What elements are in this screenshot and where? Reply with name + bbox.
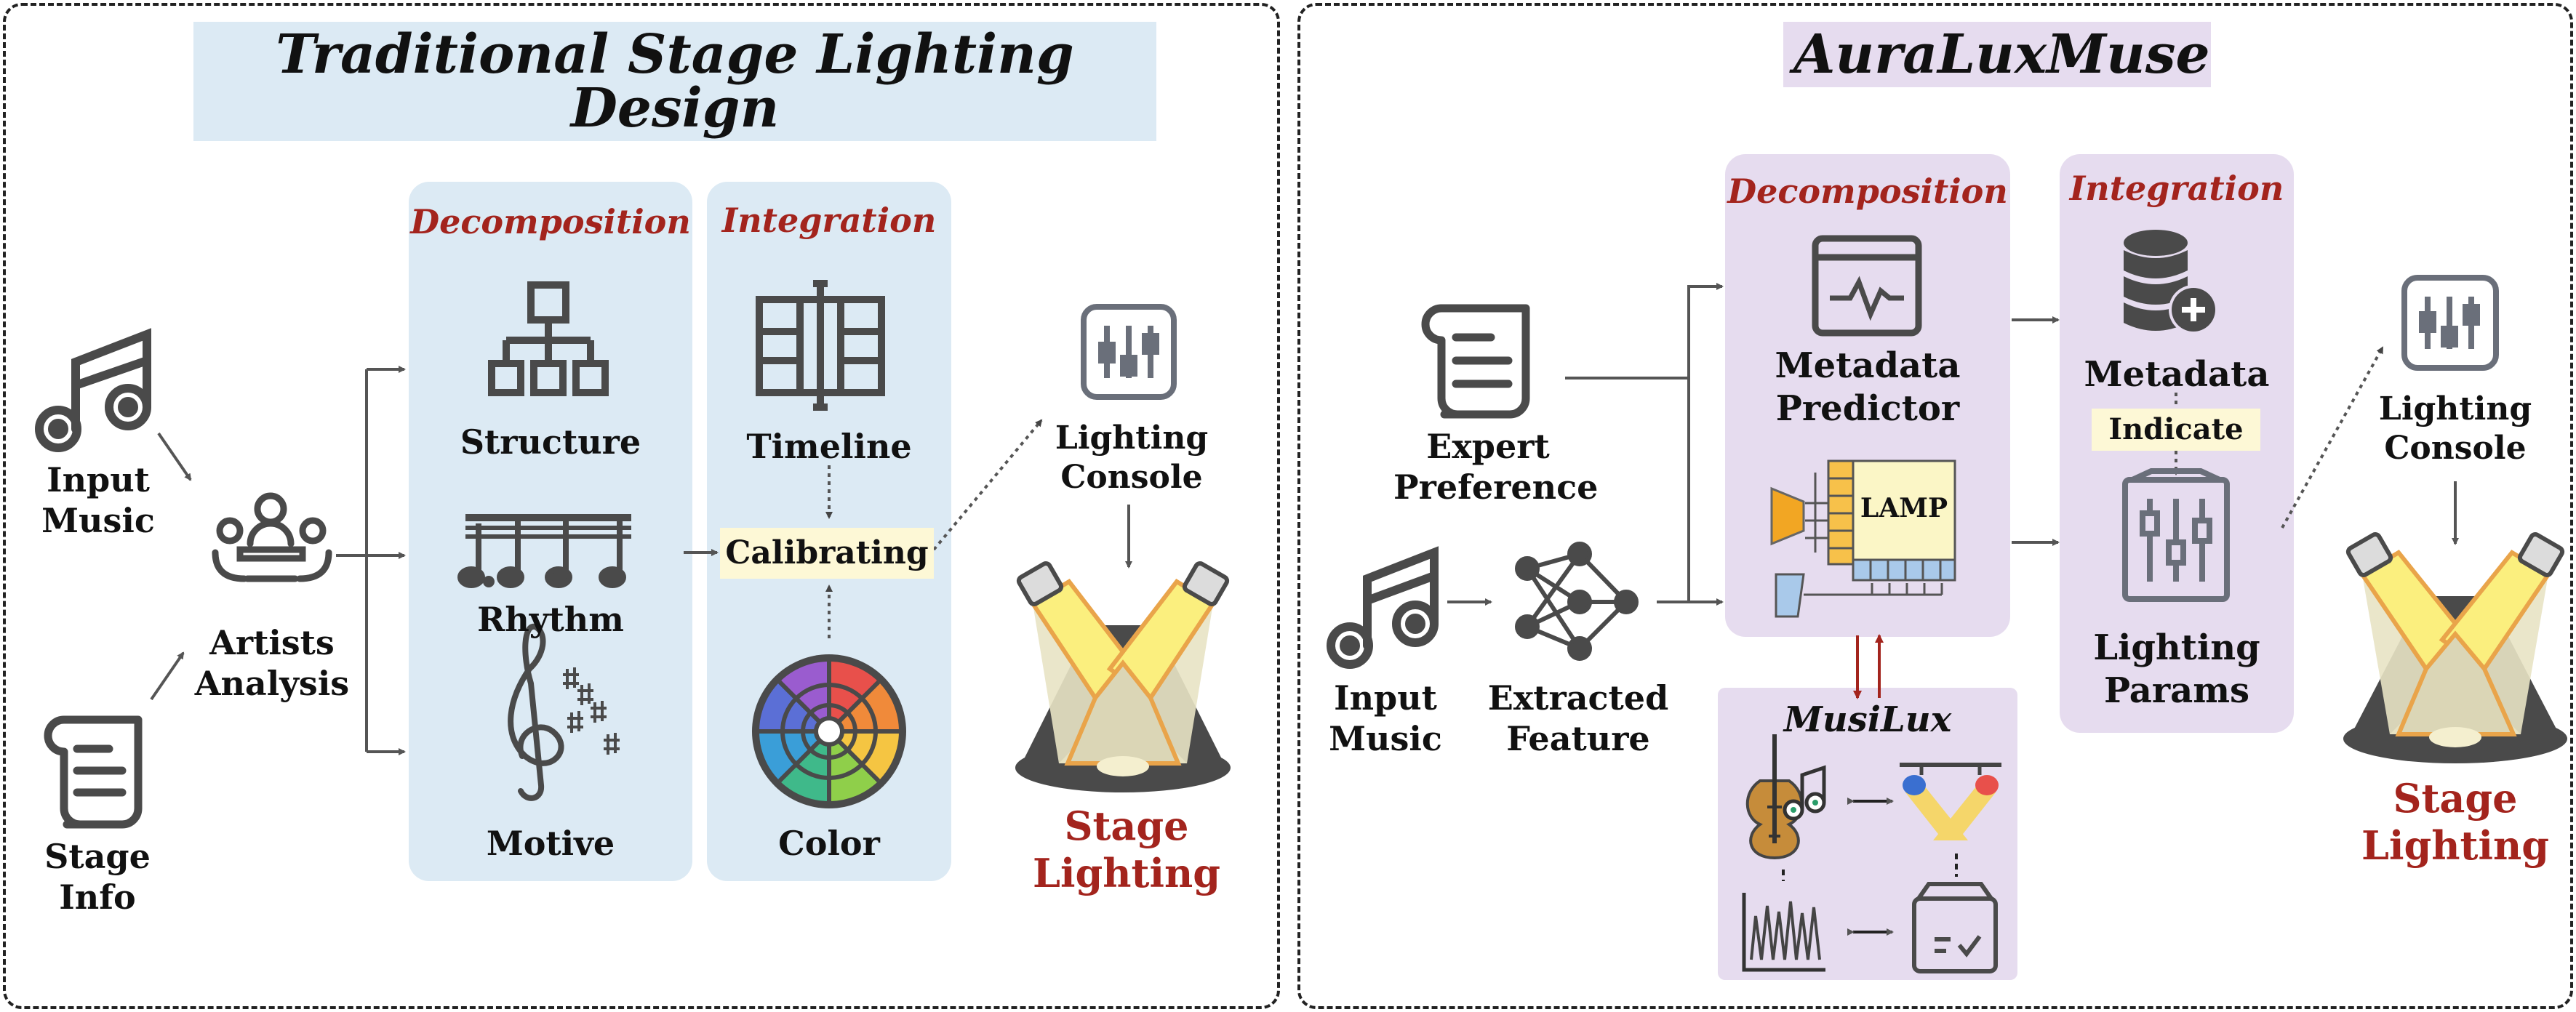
stage-lighting-label: Stage Lighting: [1033, 803, 1220, 896]
lighting-console-icon: [2401, 275, 2499, 371]
violin-music-icon: [1745, 734, 1826, 860]
neural-network-icon: [1515, 542, 1639, 661]
expert-preference-label: Expert Preference: [1393, 427, 1599, 507]
lamp-label: LAMP: [1860, 493, 1948, 523]
rhythm-notes-icon: [457, 514, 631, 588]
color-wheel-icon: [752, 654, 906, 808]
input-music-label: Input Music: [1329, 678, 1442, 759]
hierarchy-structure-icon: [488, 281, 609, 396]
left-decomposition-header: Decomposition: [410, 202, 691, 241]
indicate-tag: Indicate: [2092, 409, 2260, 451]
motive-label: Motive: [486, 824, 615, 863]
music-note-icon: [35, 328, 151, 452]
stage-lighting-icon: [1015, 561, 1231, 792]
timeline-label: Timeline: [746, 427, 912, 466]
stage-lighting-label: Stage Lighting: [2361, 775, 2549, 869]
lighting-console-label: Lighting Console: [1055, 419, 1209, 496]
stage-info-label: Stage Info: [44, 837, 151, 917]
artists-analysis-label: Artists Analysis: [194, 623, 350, 704]
right-panel: [1297, 3, 2573, 1009]
waveform-chart-icon: [1742, 893, 1825, 972]
lighting-console-label: Lighting Console: [2378, 390, 2532, 467]
artists-meeting-icon: [212, 492, 332, 582]
timeline-icon: [756, 280, 885, 411]
expert-preference-scroll-icon: [1421, 304, 1530, 419]
color-label: Color: [778, 824, 880, 863]
stage-lighting-icon: [2343, 532, 2567, 763]
extracted-feature-label: Extracted Feature: [1487, 678, 1669, 759]
rhythm-label: Rhythm: [477, 600, 624, 639]
metadata-label: Metadata: [2084, 354, 2270, 395]
sharp-signs-icon: [563, 667, 620, 755]
lighting-console-icon: [1081, 304, 1177, 400]
lighting-params-mixer-icon: [2122, 468, 2230, 602]
right-panel-title: AuraLuxMuse: [1783, 22, 2211, 87]
metadata-predictor-monitor-icon: [1812, 235, 1922, 337]
calibrating-tag: Calibrating: [720, 528, 934, 579]
left-panel-title: Traditional Stage Lighting Design: [193, 22, 1156, 141]
music-note-icon: [1327, 546, 1439, 669]
right-integration-header: Integration: [2069, 169, 2284, 208]
left-panel: [3, 3, 1280, 1009]
lamp-model-icon: [1770, 459, 1956, 618]
structure-label: Structure: [460, 422, 641, 462]
scroll-document-icon: [44, 715, 143, 829]
right-decomposition-header: Decomposition: [1727, 172, 2008, 211]
left-integration-header: Integration: [721, 201, 937, 240]
metadata-predictor-label: Metadata Predictor: [1775, 345, 1961, 429]
database-add-icon: [2124, 230, 2218, 334]
musilux-header: MusiLux: [1783, 699, 1952, 740]
parameter-box-icon: [1912, 882, 1998, 973]
lighting-params-label: Lighting Params: [2093, 627, 2260, 711]
stage-spotlights-icon: [1900, 763, 2001, 840]
treble-clef-icon: [508, 623, 564, 801]
input-music-label: Input Music: [41, 460, 155, 541]
